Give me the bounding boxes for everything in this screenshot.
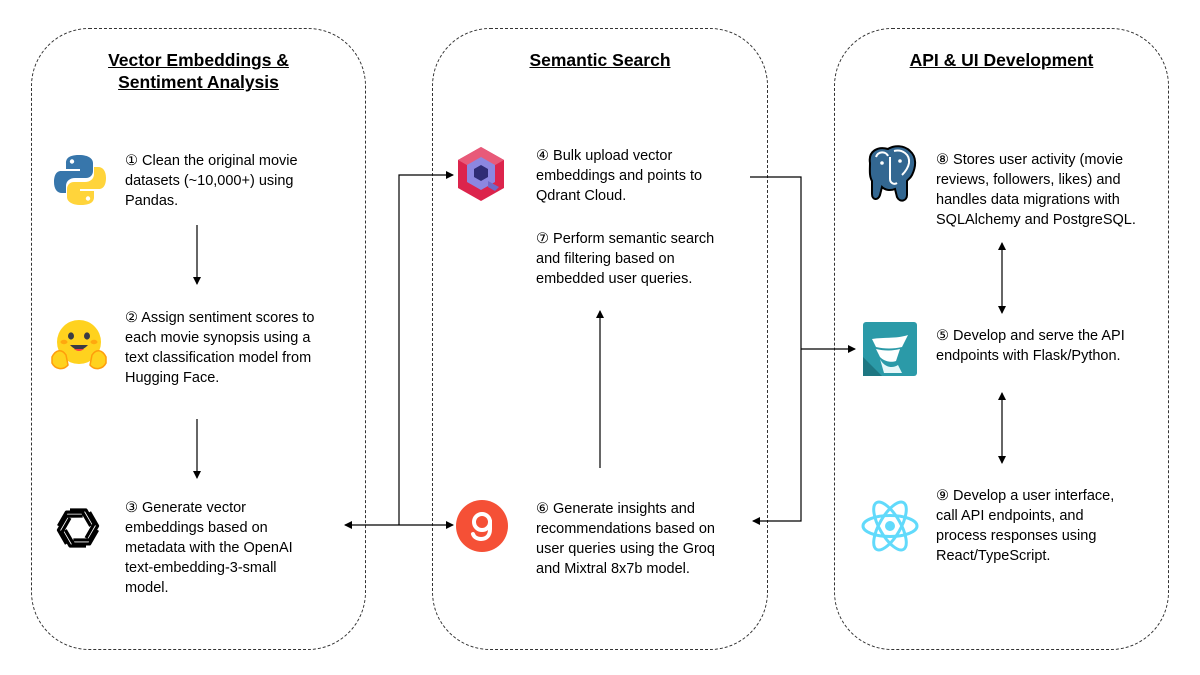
flask-logo-icon — [863, 322, 917, 376]
step-1-text: ① Clean the original movie datasets (~10… — [125, 153, 298, 209]
bracket-search-to-api — [750, 176, 802, 525]
column-title-embeddings-line2: Sentiment Analysis — [118, 72, 279, 92]
step-6-text: ⑥ Generate insights and recommendations … — [536, 501, 715, 577]
column-title-embeddings-line1: Vector Embeddings & — [108, 50, 289, 70]
hugging-face-logo-icon — [51, 320, 107, 370]
column-title-api-ui: API & UI Development — [909, 50, 1094, 70]
openai-logo-icon — [56, 508, 100, 548]
panel-semantic-search — [432, 28, 768, 650]
step-4-text: ④ Bulk upload vector embeddings and poin… — [536, 148, 703, 204]
postgresql-logo-icon — [868, 145, 917, 202]
column-title-semantic-search: Semantic Search — [529, 50, 671, 70]
arrow-3-to-qdrant — [398, 171, 454, 525]
groq-logo-icon — [456, 500, 508, 552]
panel-embeddings — [31, 28, 366, 650]
react-logo-icon — [861, 500, 919, 552]
step-2-text: ② Assign sentiment scores to each movie … — [125, 310, 315, 386]
column-title-embeddings: Vector Embeddings & Sentiment Analysis — [31, 49, 366, 93]
step-5-text: ⑤ Develop and serve the API endpoints wi… — [936, 328, 1125, 364]
step-3-text: ③ Generate vector embeddings based on me… — [125, 500, 293, 596]
python-logo-icon — [54, 155, 106, 205]
step-7-text: ⑦ Perform semantic search and filtering … — [536, 231, 715, 287]
step-9-text: ⑨ Develop a user interface, call API end… — [936, 488, 1115, 564]
step-8-text: ⑧ Stores user activity (movie reviews, f… — [936, 152, 1136, 228]
panel-api-ui — [834, 28, 1169, 650]
qdrant-logo-icon — [458, 147, 504, 201]
